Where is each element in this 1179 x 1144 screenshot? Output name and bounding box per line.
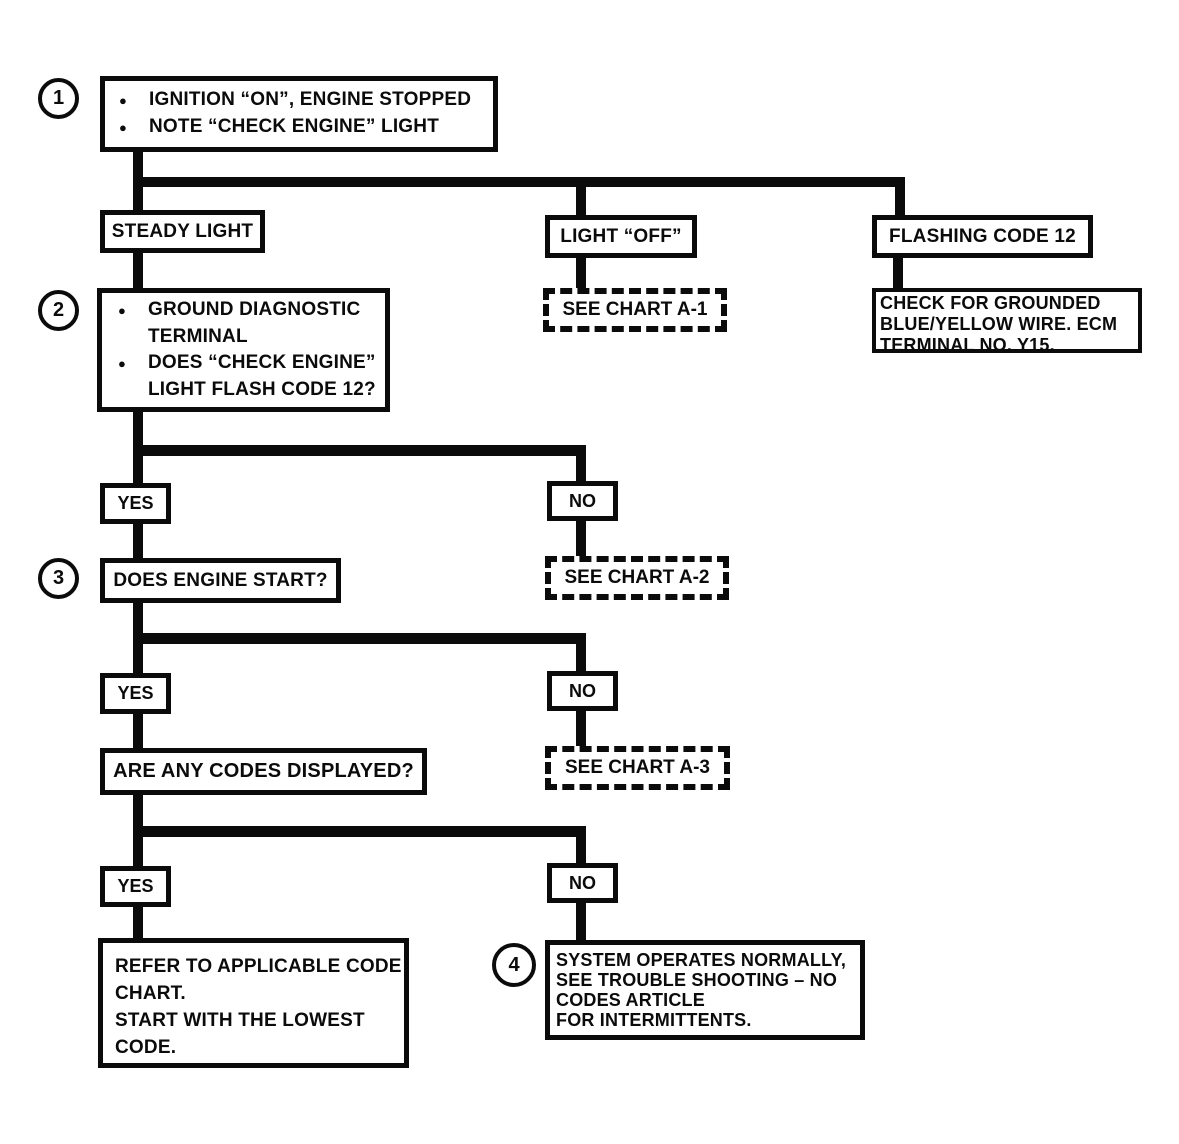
connector (576, 644, 586, 671)
text-line: CHART. (115, 983, 186, 1004)
node-steady-light: STEADY LIGHT (100, 210, 265, 253)
text-line: REFER TO APPLICABLE CODE (115, 956, 402, 977)
step-number-4: 4 (492, 943, 536, 987)
no-label: NO (569, 490, 596, 511)
step-number-2-label: 2 (52, 299, 65, 321)
node-refer-code-chart: REFER TO APPLICABLE CODE CHART. START WI… (98, 938, 409, 1068)
text-line: GROUND DIAGNOSTIC (118, 297, 376, 324)
node-see-chart-a3: SEE CHART A-3 (545, 746, 730, 790)
flashing-code-label: FLASHING CODE 12 (889, 225, 1076, 247)
connector (133, 603, 143, 635)
branch2-yes: YES (100, 673, 171, 714)
step-number-3-label: 3 (52, 567, 65, 589)
step-number-4-label: 4 (508, 953, 520, 976)
connector (133, 187, 143, 211)
yes-label: YES (117, 493, 154, 513)
text-line: FOR INTERMITTENTS. (556, 1010, 752, 1030)
connector (576, 456, 586, 481)
codes-displayed-label: ARE ANY CODES DISPLAYED? (113, 760, 414, 782)
text-line: DOES “CHECK ENGINE” (118, 350, 376, 377)
text-line: BLUE/YELLOW WIRE. ECM (880, 314, 1118, 334)
connector (133, 714, 143, 748)
node-see-chart-a2: SEE CHART A-2 (545, 556, 729, 600)
text-line: CODE. (115, 1037, 177, 1058)
ground-diagnostic-line: GROUND DIAGNOSTIC (148, 299, 361, 320)
connector (133, 253, 143, 288)
yes-label: YES (117, 683, 154, 703)
connector (576, 187, 586, 216)
connector (133, 456, 143, 483)
branch2-no: NO (547, 671, 618, 711)
does-engine-start-label: DOES ENGINE START? (113, 569, 328, 591)
does-check-engine-line: DOES “CHECK ENGINE” (148, 352, 376, 373)
connector (576, 837, 586, 863)
connector (133, 837, 143, 866)
node-light-off: LIGHT “OFF” (545, 215, 697, 258)
yes-label: YES (117, 876, 154, 896)
step-number-2: 2 (38, 290, 79, 331)
no-label: NO (569, 680, 596, 701)
connector (576, 521, 586, 556)
node-flashing-code-12: FLASHING CODE 12 (872, 215, 1093, 258)
branch1-no: NO (547, 481, 618, 521)
terminal-line: TERMINAL (148, 326, 248, 347)
connector (133, 177, 905, 187)
branch1-yes: YES (100, 483, 171, 524)
text-line: IGNITION “ON”, ENGINE STOPPED (119, 87, 471, 114)
light-off-label: LIGHT “OFF” (560, 225, 682, 247)
text-line: SYSTEM OPERATES NORMALLY, (556, 950, 847, 970)
connector (133, 524, 143, 560)
text-line: SEE TROUBLE SHOOTING – NO (556, 970, 838, 990)
connector (576, 258, 586, 288)
connector (576, 711, 586, 746)
text-line: CODES ARTICLE (556, 990, 705, 1010)
node-check-grounded-wire: CHECK FOR GROUNDED BLUE/YELLOW WIRE. ECM… (872, 288, 1142, 355)
text-line: TERMINAL NO. Y15. (880, 335, 1055, 355)
ignition-on-line: IGNITION “ON”, ENGINE STOPPED (149, 89, 472, 110)
see-chart-a1-label: SEE CHART A-1 (562, 299, 708, 320)
connector (133, 644, 143, 673)
connector (133, 412, 143, 447)
connector (133, 795, 143, 828)
connector (893, 258, 903, 288)
see-chart-a2-label: SEE CHART A-2 (564, 567, 710, 588)
step-number-1-label: 1 (52, 87, 65, 109)
connector (133, 445, 586, 456)
node-system-operates-normally: SYSTEM OPERATES NORMALLY, SEE TROUBLE SH… (545, 940, 865, 1040)
text-line: LIGHT FLASH CODE 12? (118, 377, 376, 403)
branch3-no: NO (547, 863, 618, 903)
connector (133, 826, 586, 837)
branch3-yes: YES (100, 866, 171, 907)
see-chart-a3-label: SEE CHART A-3 (565, 757, 710, 778)
node-see-chart-a1: SEE CHART A-1 (543, 288, 727, 332)
connector (133, 152, 143, 180)
step-number-1: 1 (38, 78, 79, 119)
no-label: NO (569, 872, 596, 893)
node-ground-diagnostic-terminal: GROUND DIAGNOSTIC TERMINAL DOES “CHECK E… (97, 288, 390, 412)
text-line: CHECK FOR GROUNDED (880, 293, 1101, 313)
connector (133, 907, 143, 938)
note-check-engine-line: NOTE “CHECK ENGINE” LIGHT (149, 116, 440, 137)
text-line: NOTE “CHECK ENGINE” LIGHT (119, 114, 471, 141)
text-line: START WITH THE LOWEST (115, 1010, 365, 1031)
node-does-engine-start: DOES ENGINE START? (100, 558, 341, 603)
connector (133, 633, 586, 644)
connector (895, 187, 905, 216)
node-ignition-on: IGNITION “ON”, ENGINE STOPPED NOTE “CHEC… (100, 76, 498, 152)
steady-light-label: STEADY LIGHT (111, 220, 254, 242)
text-line: TERMINAL (118, 324, 376, 350)
step-number-3: 3 (38, 558, 79, 599)
light-flash-code-line: LIGHT FLASH CODE 12? (148, 379, 376, 400)
node-any-codes-displayed: ARE ANY CODES DISPLAYED? (100, 748, 427, 795)
connector (576, 903, 586, 940)
